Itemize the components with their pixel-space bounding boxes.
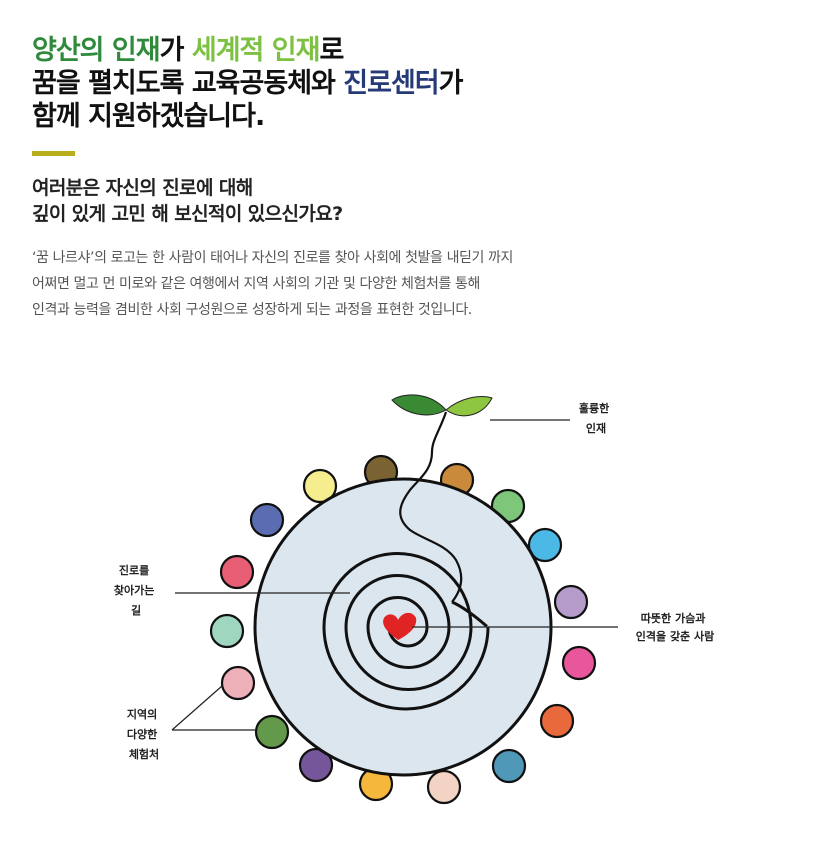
spiral-path [322, 552, 490, 711]
question-heading: 여러분은 자신의 진로에 대해 깊이 있게 고민 해 보신적이 있으신가요? [32, 175, 343, 227]
heart-label: 따뜻한 가슴과 인격을 갖춘 사람 [636, 611, 715, 643]
section-divider [32, 151, 75, 156]
heart-label-line-2: 인격을 갖춘 사람 [636, 629, 715, 643]
headline-text: 가 [159, 35, 192, 66]
peach-dot [426, 769, 462, 805]
headline-highlight-career-center: 진로센터 [343, 68, 439, 99]
talent-label-line-1: 훌륭한 [579, 401, 609, 415]
path-label-line-2: 찾아가는 [114, 583, 154, 597]
navy-dot [249, 502, 285, 538]
question-line-2: 깊이 있게 고민 해 보신적이 있으신가요? [32, 203, 343, 225]
headline-line-2: 꿈을 펼치도록 교육공동체와 진로센터가 [32, 67, 463, 100]
description-line-1: ‘꿈 나르샤’의 로고는 한 사람이 태어나 자신의 진로를 찾아 사회에 첫발… [32, 250, 514, 266]
headline-highlight-local-talent: 양산의 인재 [32, 35, 161, 66]
yellow-dot [302, 468, 338, 504]
coral-dot [219, 554, 255, 590]
pink-dot [561, 645, 597, 681]
lavender-dot [553, 584, 589, 620]
headline-text: 꿈을 펼치도록 교육공동체와 [32, 68, 344, 99]
light-pink-dot [220, 665, 256, 701]
dark-leaf-icon [391, 394, 447, 416]
mint-dot [209, 613, 245, 649]
question-line-1: 여러분은 자신의 진로에 대해 [32, 177, 253, 199]
logo-diagram: 훌륭한 인재 진로를 찾아가는 길 따뜻한 가슴과 인격을 갖춘 사람 지역의 … [0, 340, 817, 849]
path-label-line-3: 길 [131, 604, 141, 617]
purple-dot [298, 747, 334, 783]
path-label: 진로를 찾아가는 길 [114, 563, 158, 617]
logo-description: ‘꿈 나르샤’의 로고는 한 사람이 태어나 자신의 진로를 찾아 사회에 첫발… [32, 245, 792, 323]
path-label-line-1: 진로를 [119, 563, 149, 577]
teal-dot [491, 748, 527, 784]
headline-text: 가 [438, 68, 464, 99]
sky-dot [527, 527, 563, 563]
places-label: 지역의 다양한 체험처 [127, 707, 161, 761]
places-label-line-3: 체험처 [129, 747, 159, 761]
light-leaf-icon [445, 396, 493, 417]
headline-line-3: 함께 지원하겠습니다. [32, 101, 265, 132]
heart-icon [383, 612, 417, 640]
headline-highlight-global-talent: 세계적 인재 [191, 35, 321, 66]
headline-line-1: 양산의 인재가 세계적 인재로 [32, 34, 463, 67]
places-label-line-1: 지역의 [127, 707, 157, 721]
places-label-line-2: 다양한 [127, 727, 157, 741]
heart-label-line-1: 따뜻한 가슴과 [641, 611, 706, 625]
headline: 양산의 인재가 세계적 인재로 꿈을 펼치도록 교육공동체와 진로센터가 함께 … [32, 34, 463, 133]
dark-green-dot [254, 714, 290, 750]
headline-text: 로 [319, 35, 344, 66]
talent-label-line-2: 인재 [586, 421, 606, 435]
orange-red-dot [539, 703, 575, 739]
description-line-3: 인격과 능력을 겸비한 사회 구성원으로 성장하게 되는 과정을 표현한 것입니… [32, 302, 472, 318]
logo-diagram-svg: 훌륭한 인재 진로를 찾아가는 길 따뜻한 가슴과 인격을 갖춘 사람 지역의 … [114, 394, 715, 805]
talent-label: 훌륭한 인재 [579, 401, 613, 435]
places-leader-line-1 [171, 685, 223, 731]
sprout-stem [399, 411, 463, 603]
description-line-2: 어쩌면 멀고 먼 미로와 같은 여행에서 지역 사회의 기관 및 다양한 체험처… [32, 276, 480, 292]
